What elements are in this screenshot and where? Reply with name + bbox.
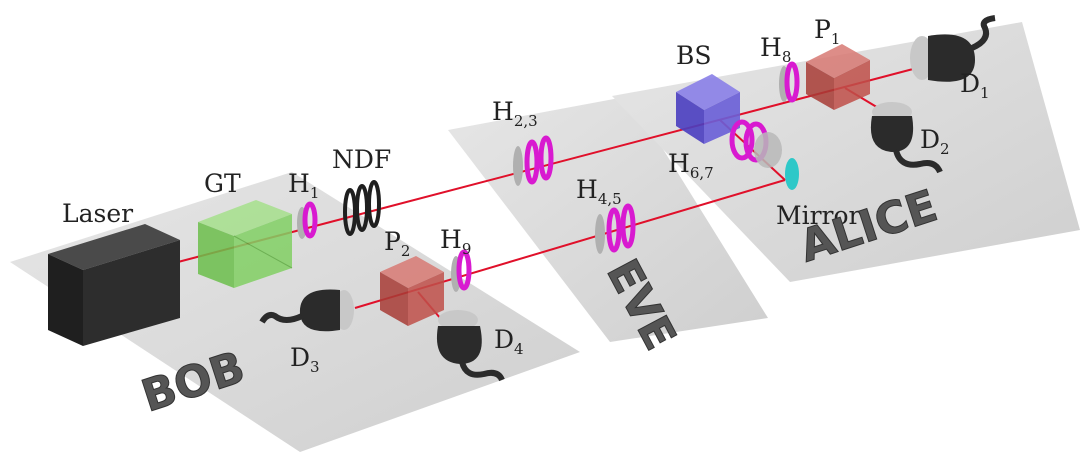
label-bs: BS	[676, 41, 712, 70]
mirror	[785, 158, 799, 190]
waveplate-h23	[513, 135, 554, 186]
detector-d4	[436, 310, 505, 382]
laser-source	[48, 224, 180, 346]
label-p1: P1	[814, 15, 840, 48]
label-laser: Laser	[62, 199, 133, 228]
detector-d2	[870, 102, 943, 174]
waveplate-h67	[729, 119, 782, 168]
label-d1: D1	[960, 69, 990, 102]
waveplate-h8	[779, 61, 800, 103]
label-p2: P2	[384, 227, 410, 260]
label-d3: D3	[290, 343, 320, 376]
waveplate-h9	[451, 249, 472, 292]
label-h45: H4,5	[576, 175, 622, 208]
detector-d3	[259, 289, 354, 332]
label-d2: D2	[920, 125, 950, 158]
label-mirror: Mirror	[776, 201, 861, 230]
label-h9: H9	[440, 225, 471, 258]
neutral-density-filter	[343, 180, 381, 236]
polarizer-p1	[806, 44, 870, 110]
label-ndf: NDF	[332, 145, 391, 174]
polarizer-p2	[380, 256, 444, 326]
label-h8: H8	[760, 33, 791, 66]
glan-taylor-prism	[198, 200, 293, 288]
waveplate-h45	[595, 203, 636, 254]
detector-d1	[910, 15, 996, 82]
label-d4: D4	[494, 325, 524, 358]
label-gt: GT	[204, 169, 241, 198]
label-h67: H6,7	[668, 149, 714, 182]
label-h23: H2,3	[492, 97, 538, 130]
waveplate-h1	[297, 201, 318, 239]
label-h1: H1	[288, 169, 319, 202]
